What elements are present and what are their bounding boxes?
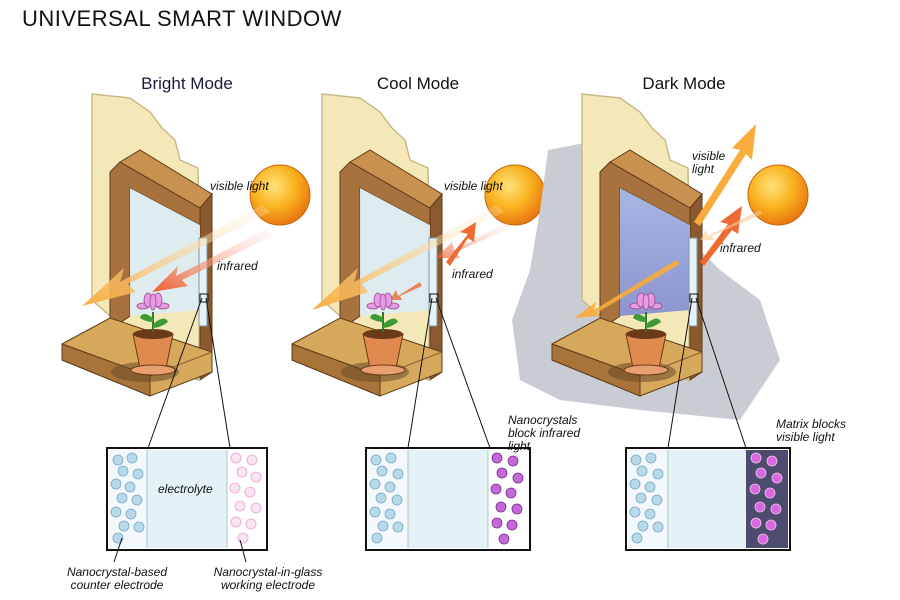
visible-light-arrow — [574, 260, 680, 318]
visible-light-label-cool: visible light — [444, 179, 503, 193]
infrared-arrow — [446, 222, 476, 266]
visible-light-arrow — [82, 205, 270, 306]
infrared-label-cool: infrared — [452, 267, 493, 281]
dark-mode-note: Matrix blocks visible light — [776, 417, 847, 444]
mode-title-bright: Bright Mode — [141, 74, 233, 93]
working-electrode-caption: Nanocrystal-in-glass working electrode — [213, 565, 323, 592]
cool-mode-note: Nanocrystals block infrared light — [508, 413, 581, 453]
infrared-label-dark: infrared — [720, 241, 761, 255]
sun-icon — [747, 164, 809, 226]
electrolyte-label: electrolyte — [158, 482, 213, 496]
mode-title-dark: Dark Mode — [642, 74, 726, 93]
panel-bright — [61, 93, 311, 563]
infrared-label-bright: infrared — [217, 259, 258, 273]
inset-dark — [625, 447, 791, 551]
infrared-reflected-arrow — [700, 206, 742, 266]
visible-light-arrow — [312, 205, 504, 310]
panel-dark — [512, 93, 809, 551]
magnifier-marker — [199, 293, 209, 303]
glass-edge — [198, 237, 208, 327]
diagram-title: UNIVERSAL SMART WINDOW — [22, 6, 342, 31]
potted-plant — [360, 292, 406, 376]
visible-light-label-bright: visible light — [210, 179, 269, 193]
inset-cool — [365, 447, 531, 551]
visible-light-reflected-arrow — [694, 124, 756, 226]
mode-title-cool: Cool Mode — [376, 74, 460, 93]
counter-electrode-caption: Nanocrystal-based counter electrode — [66, 565, 168, 592]
window-glass — [360, 188, 430, 316]
visible-light-label-dark: visible light — [692, 149, 726, 176]
potted-plant — [623, 292, 669, 376]
infrared-reflected-arrow — [436, 222, 510, 258]
inset-bright — [106, 447, 268, 563]
potted-plant — [130, 292, 176, 376]
panel-cool — [291, 93, 546, 551]
infrared-arrow — [152, 228, 272, 292]
